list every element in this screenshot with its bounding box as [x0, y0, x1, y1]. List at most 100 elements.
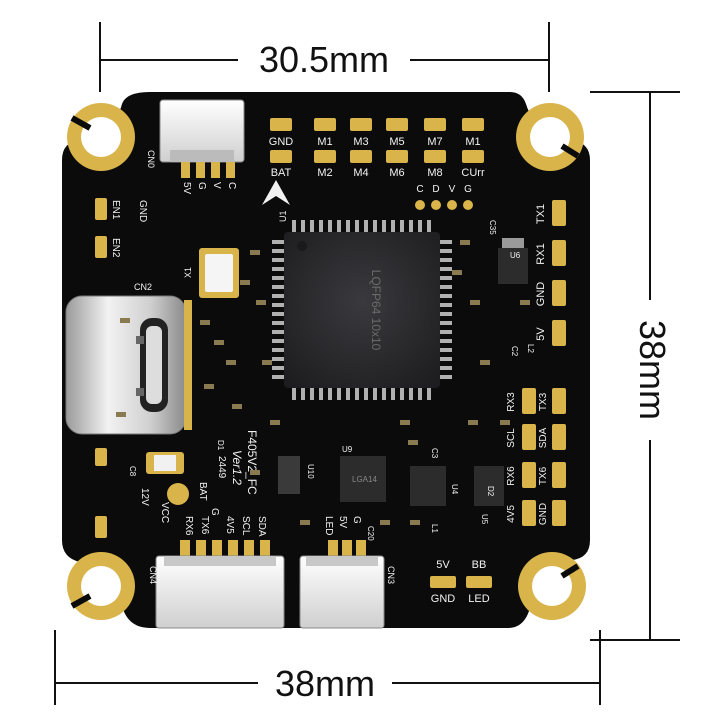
smd-component — [204, 384, 214, 389]
chip-pin — [391, 388, 395, 400]
uart-label: RX3 — [506, 392, 517, 412]
chip-u10 — [278, 456, 300, 494]
smd-component — [226, 360, 236, 365]
capacitor-c8 — [146, 452, 184, 474]
chip-pin — [292, 388, 296, 400]
comp-label: U4 — [450, 484, 459, 495]
chip-pin — [440, 357, 452, 361]
left-label-gnd: GND — [137, 200, 148, 222]
smd-component — [452, 270, 462, 275]
model-label: F405V2_FC — [245, 430, 259, 495]
dimension-top — [99, 22, 550, 92]
cn4-pin-label: TX6 — [199, 516, 210, 535]
chip-pin — [292, 220, 296, 232]
chip-pin — [272, 249, 284, 253]
pad-label: M2 — [317, 167, 332, 179]
uart-label: RX1 — [535, 243, 547, 264]
comp-label: D2 — [486, 486, 495, 497]
uart-label: SCL — [506, 428, 517, 448]
chip-pin — [272, 357, 284, 361]
right-pads-lower — [522, 388, 566, 526]
mounting-hole-bottom-right — [518, 552, 586, 620]
chip-pin — [427, 220, 431, 232]
smd-component — [300, 520, 310, 525]
comp-label: C8 — [128, 466, 137, 477]
chip-pin — [272, 366, 284, 370]
comp-label: U10 — [306, 464, 315, 479]
pad-label: M7 — [427, 136, 442, 148]
comp-label: C2 — [510, 346, 519, 357]
chip-pin — [382, 220, 386, 232]
left-label-en1: EN1 — [110, 200, 121, 220]
mounting-hole-top-left — [67, 103, 135, 171]
chip-pin — [440, 339, 452, 343]
chip-pin — [346, 388, 350, 400]
comp-label: U9 — [342, 445, 353, 454]
chip-pin — [440, 330, 452, 334]
uart-label: TX1 — [535, 204, 547, 224]
swd-pads — [415, 200, 473, 210]
smd-component — [500, 420, 510, 425]
chip-pin — [310, 388, 314, 400]
chip-pin — [272, 312, 284, 316]
pad-label: M5 — [389, 136, 404, 148]
smd-component — [200, 320, 210, 325]
x1-label: X1 — [183, 267, 193, 278]
chip-pin — [440, 348, 452, 352]
pad-label: M8 — [427, 167, 442, 179]
mounting-hole-top-right — [516, 103, 584, 171]
chip-pin — [440, 258, 452, 262]
chip-pin — [400, 388, 404, 400]
smd-component — [408, 440, 418, 445]
chip-pin — [355, 388, 359, 400]
pad-label: CUrr — [461, 167, 485, 179]
chip-pin — [272, 267, 284, 271]
chip-pin — [301, 388, 305, 400]
pad-label: M6 — [389, 167, 404, 179]
br-pad-label: LED — [468, 593, 489, 605]
smd-component — [270, 420, 280, 425]
dimension-bottom — [54, 630, 601, 705]
smd-component — [120, 318, 130, 323]
pad-label: BAT — [271, 167, 292, 179]
smd-component — [460, 240, 470, 245]
cn4-pin-label: G — [209, 508, 220, 516]
chip-pin — [346, 220, 350, 232]
pad-label: GND — [269, 136, 294, 148]
regulator-u4 — [410, 466, 446, 506]
chip-pin — [440, 375, 452, 379]
comp-label: L1 — [430, 524, 439, 533]
chip-pin — [310, 220, 314, 232]
chip-pin — [337, 220, 341, 232]
uart-label: RX6 — [506, 466, 517, 486]
smd-component — [520, 300, 530, 305]
passive-components — [116, 240, 530, 525]
cn0-pin-label: 5V — [181, 182, 192, 195]
chip-pin — [364, 388, 368, 400]
chip-pin — [272, 375, 284, 379]
pad-label: M4 — [353, 167, 368, 179]
chip-pin — [373, 388, 377, 400]
swd-label: C — [416, 184, 423, 195]
bottom-left-label: VCC — [159, 502, 170, 523]
chip-pin — [272, 321, 284, 325]
date-code-label: 2449 — [216, 456, 227, 479]
comp-label: LGA14 — [352, 475, 377, 484]
mcu-chip — [272, 220, 452, 400]
cn4-pin-label: SCL — [240, 516, 251, 536]
smd-component — [262, 360, 272, 365]
comp-label: U6 — [510, 251, 521, 260]
smd-component — [480, 360, 490, 365]
chip-pin — [391, 220, 395, 232]
uart-label: TX3 — [538, 392, 549, 411]
chip-pin — [440, 276, 452, 280]
chip-pin — [418, 220, 422, 232]
chip-pin — [272, 330, 284, 334]
smd-component — [116, 412, 126, 417]
chip-pin — [440, 294, 452, 298]
chip-pin — [272, 276, 284, 280]
led-pin-label: 5V — [337, 516, 348, 529]
led-pin-label: LED — [323, 516, 334, 535]
chip-pin — [272, 285, 284, 289]
bottom-right-pads — [430, 576, 492, 588]
